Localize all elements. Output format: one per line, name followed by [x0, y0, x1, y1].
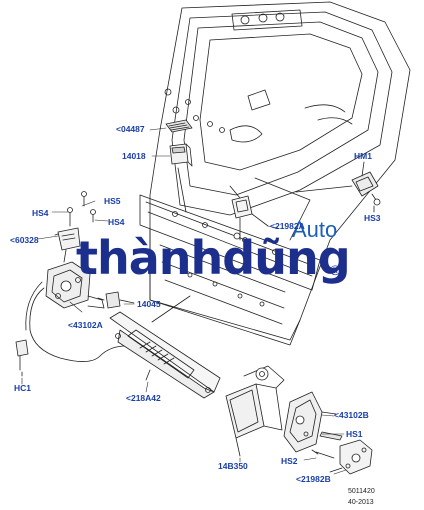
part-hc1-cable: [15, 281, 127, 377]
watermark-auto: Auto: [292, 217, 338, 242]
watermark-registered-mark: ®: [330, 262, 341, 278]
watermark-brand: thànhdũng: [76, 231, 351, 285]
part-21982a-striker: [229, 185, 269, 241]
label-hm1: HM1: [354, 151, 372, 161]
tailgate-panel: [139, 1, 411, 346]
label-hs3: HS3: [364, 213, 381, 223]
label-21982a: <21982A: [270, 221, 305, 231]
part-218a42-actuator: [109, 295, 221, 399]
part-14018-switch: [169, 143, 193, 213]
part-hm1-bracket: [295, 161, 381, 213]
reference-code: 5011420: [348, 488, 375, 495]
label-43102b: <43102B: [334, 410, 369, 420]
leader-lines: [21, 127, 347, 475]
label-hs4-right: HS4: [108, 217, 125, 227]
label-21982b: <21982B: [296, 474, 331, 484]
part-bolts-and-plate: [311, 431, 373, 475]
label-218a42: <218A42: [126, 393, 161, 403]
label-hs5: HS5: [104, 196, 121, 206]
label-04487: <04487: [116, 124, 145, 134]
part-14b350-motor: [225, 365, 285, 457]
label-14045: 14045: [137, 299, 161, 309]
label-60328: <60328: [10, 235, 39, 245]
label-hc1: HC1: [14, 383, 32, 393]
part-43102b-latch: [283, 391, 337, 453]
label-hs2: HS2: [281, 456, 298, 466]
part-43102a-latch: [45, 191, 105, 309]
label-hs4-left: HS4: [32, 208, 49, 218]
label-14b350: 14B350: [218, 461, 248, 471]
reference-date: 40-2013: [348, 499, 374, 506]
part-04487-pad: [165, 119, 193, 133]
part-14045-connector: [97, 291, 135, 309]
label-43102a: <43102A: [68, 320, 103, 330]
label-hs1: HS1: [346, 429, 363, 439]
label-14018: 14018: [122, 151, 146, 161]
